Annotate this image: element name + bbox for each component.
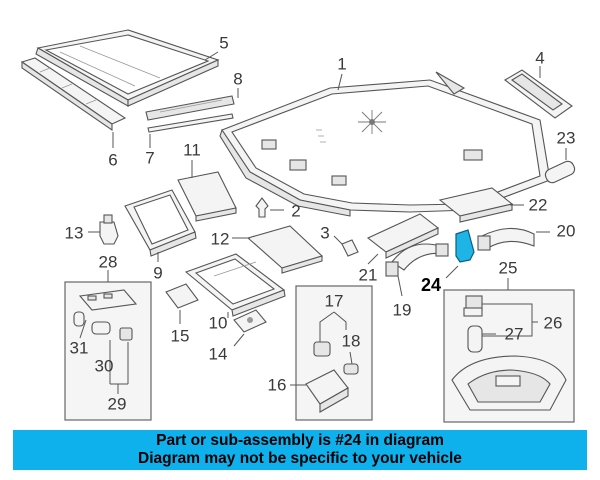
callout-27[interactable]: 27 <box>504 324 524 344</box>
callout-31[interactable]: 31 <box>69 338 89 358</box>
part-1-headliner[interactable] <box>219 71 551 217</box>
part-19-grab-handle[interactable] <box>385 243 449 277</box>
callout-9[interactable]: 9 <box>153 263 163 283</box>
callout-11[interactable]: 11 <box>183 140 201 160</box>
callout-14[interactable]: 14 <box>208 344 228 364</box>
leader-line <box>204 51 219 61</box>
callout-30[interactable]: 30 <box>94 356 114 376</box>
leader-line <box>397 275 403 297</box>
part-24-highlighted-bracket[interactable] <box>455 229 475 263</box>
exploded-parts-diagram <box>20 29 576 423</box>
callout-8[interactable]: 8 <box>233 69 243 89</box>
part-11-panel[interactable] <box>177 171 237 222</box>
callout-21[interactable]: 21 <box>358 265 378 285</box>
notice-line-part-number: Part or sub-assembly is #24 in diagram <box>156 432 444 449</box>
part-22-overhead-console[interactable] <box>438 187 514 223</box>
part-21-lamp-housing[interactable] <box>366 213 440 259</box>
part-6-side-rail[interactable] <box>20 57 127 132</box>
callout-10[interactable]: 10 <box>208 313 228 333</box>
leader-line <box>333 235 343 245</box>
part-23-reading-lamp-lens[interactable] <box>543 159 576 184</box>
part-4-grab-pocket[interactable] <box>504 69 573 119</box>
callout-18[interactable]: 18 <box>341 331 361 351</box>
callout-1[interactable]: 1 <box>337 54 347 74</box>
callout-2[interactable]: 2 <box>291 201 301 221</box>
part-20-grab-handle[interactable] <box>477 227 535 251</box>
box-16-group <box>290 285 373 421</box>
callout-17[interactable]: 17 <box>324 291 344 311</box>
callout-28[interactable]: 28 <box>98 252 118 272</box>
callout-15[interactable]: 15 <box>170 326 190 346</box>
part-9-sun-visor[interactable] <box>124 189 197 257</box>
part-15-bracket[interactable] <box>165 283 199 309</box>
leader-line <box>233 333 245 347</box>
callout-29[interactable]: 29 <box>107 394 127 414</box>
part-7-trim-strip[interactable] <box>147 113 234 133</box>
part-13-coat-hook[interactable] <box>99 214 119 245</box>
callout-22[interactable]: 22 <box>528 195 548 215</box>
part-10-sun-visor[interactable] <box>184 253 286 317</box>
callout-19[interactable]: 19 <box>392 300 412 320</box>
callout-23[interactable]: 23 <box>556 128 576 148</box>
callout-24-highlighted[interactable]: 24 <box>420 275 442 295</box>
callout-3[interactable]: 3 <box>320 223 330 243</box>
notice-line-disclaimer: Diagram may not be specific to your vehi… <box>138 450 462 467</box>
callout-25[interactable]: 25 <box>498 258 518 278</box>
leader-line <box>337 73 343 91</box>
callout-12[interactable]: 12 <box>210 229 230 249</box>
part-2-clip[interactable] <box>255 197 269 218</box>
callout-16[interactable]: 16 <box>267 375 287 395</box>
notice-banner: Part or sub-assembly is #24 in diagram D… <box>13 430 587 470</box>
part-12-cover-panel[interactable] <box>246 225 324 274</box>
leader-line <box>367 253 379 265</box>
callout-4[interactable]: 4 <box>535 48 545 68</box>
callout-5[interactable]: 5 <box>219 33 229 53</box>
callout-26[interactable]: 26 <box>543 313 563 333</box>
part-8-trim-strip[interactable] <box>145 95 235 121</box>
callout-7[interactable]: 7 <box>145 148 155 168</box>
callout-6[interactable]: 6 <box>108 150 118 170</box>
leader-line <box>445 265 459 279</box>
part-5-sunroof-panel[interactable] <box>35 29 220 107</box>
box-25-group <box>443 289 575 423</box>
part-14-lamp[interactable] <box>233 309 267 333</box>
part-3-retainer[interactable] <box>341 239 359 257</box>
callout-13[interactable]: 13 <box>64 223 84 243</box>
callout-20[interactable]: 20 <box>556 221 576 241</box>
